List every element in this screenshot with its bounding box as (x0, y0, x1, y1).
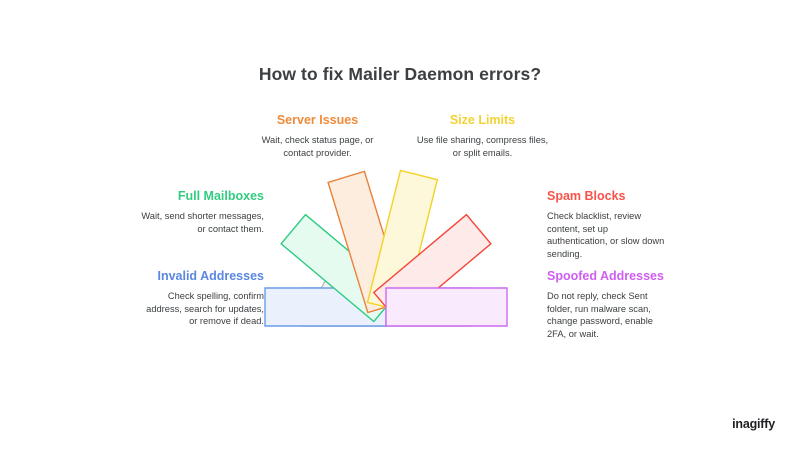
callout-body-spoofed-addresses: Do not reply, check Sent folder, run mal… (547, 291, 653, 339)
colored-blade-layer (264, 169, 508, 327)
callout-title-invalid-addresses: Invalid Addresses (157, 269, 264, 283)
size-limits-blade[interactable] (366, 169, 439, 313)
callout-title-server-issues: Server Issues (276, 113, 359, 127)
callout-invalid-addresses[interactable]: Invalid Addresses Check spelling, confir… (138, 268, 264, 328)
spoofed-addresses-blade[interactable] (385, 287, 508, 327)
callout-title-spoofed-addresses: Spoofed Addresses (547, 269, 664, 283)
callout-body-invalid-addresses: Check spelling, confirm address, search … (146, 291, 264, 327)
callout-title-spam-blocks: Spam Blocks (547, 189, 626, 203)
callout-body-spam-blocks: Check blacklist, review content, set up … (547, 211, 665, 259)
callout-title-size-limits: Size Limits (449, 113, 516, 127)
callout-body-full-mailboxes: Wait, send shorter messages, or contact … (141, 211, 264, 234)
callout-spoofed-addresses[interactable]: Spoofed Addresses Do not reply, check Se… (547, 268, 671, 340)
callout-spam-blocks[interactable]: Spam Blocks Check blacklist, review cont… (547, 188, 671, 260)
callout-body-size-limits: Use file sharing, compress files, or spl… (416, 135, 549, 158)
callout-server-issues[interactable]: Server Issues Wait, check status page, o… (249, 112, 386, 159)
callout-full-mailboxes[interactable]: Full Mailboxes Wait, send shorter messag… (138, 188, 264, 235)
callout-size-limits[interactable]: Size Limits Use file sharing, compress f… (414, 112, 551, 159)
callout-body-server-issues: Wait, check status page, or contact prov… (261, 135, 374, 158)
inagiffy-logo: inagiffy (732, 417, 775, 431)
page-title: How to fix Mailer Daemon errors? (258, 64, 542, 84)
callout-title-full-mailboxes: Full Mailboxes (177, 189, 264, 203)
